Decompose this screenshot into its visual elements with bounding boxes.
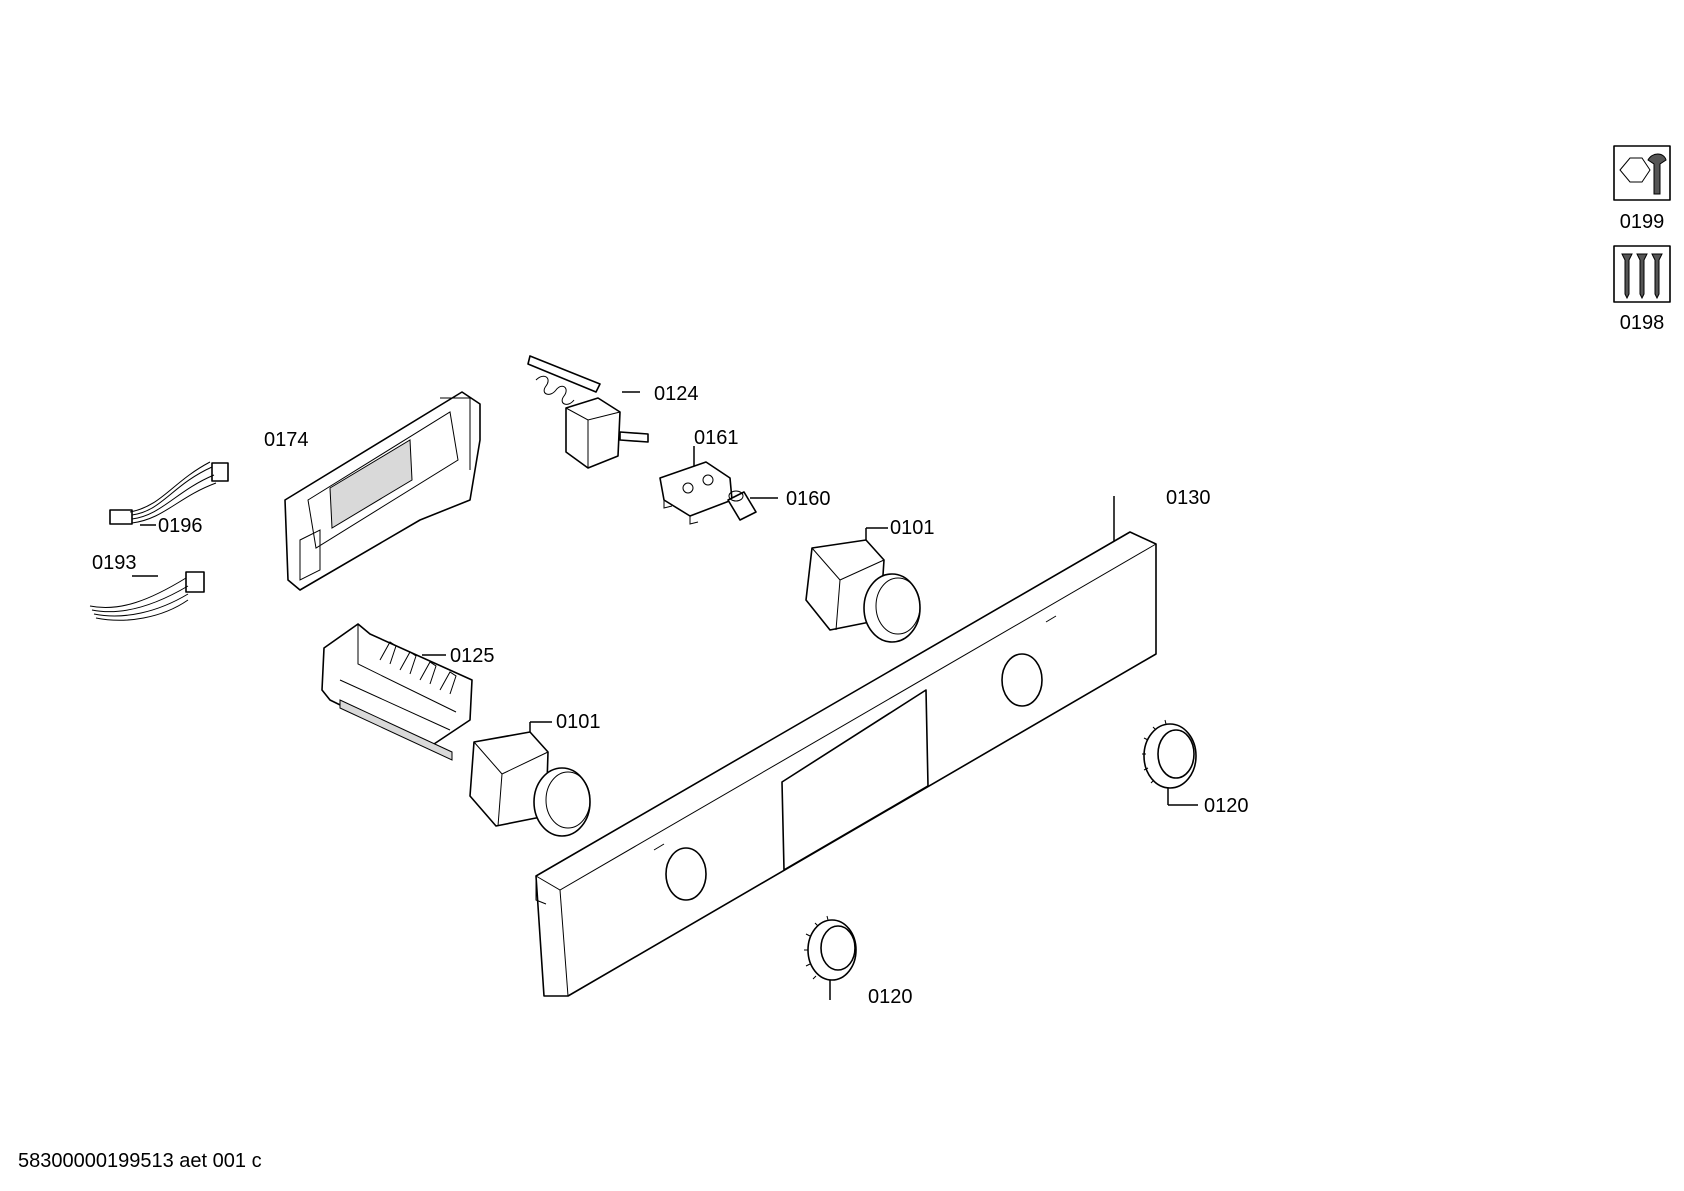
label-0161: 0161	[694, 427, 739, 449]
tool-kit-icon[interactable]	[1613, 145, 1671, 201]
label-0120-bottom: 0120	[868, 986, 913, 1008]
screws-icon[interactable]	[1613, 245, 1671, 303]
control-knob-0101-lower[interactable]	[469, 731, 591, 837]
label-0120-right: 0120	[1204, 795, 1249, 817]
label-0196: 0196	[158, 515, 203, 537]
wire-harness-0193[interactable]	[89, 571, 205, 621]
label-0160: 0160	[786, 488, 831, 510]
label-0193: 0193	[92, 552, 137, 574]
label-0174: 0174	[264, 429, 309, 451]
switch-block-0125[interactable]	[321, 623, 473, 761]
label-0124: 0124	[654, 383, 699, 405]
ring-nut-0120-right[interactable]	[1142, 719, 1197, 789]
legend-0199-label: 0199	[1620, 211, 1665, 233]
legend-0198-label: 0198	[1620, 312, 1665, 334]
control-knob-0101-upper[interactable]	[805, 539, 921, 643]
label-0101-lower: 0101	[556, 711, 601, 733]
control-panel-0130[interactable]	[535, 531, 1157, 997]
selector-switch-0124[interactable]	[527, 355, 649, 469]
bracket-0161[interactable]	[659, 461, 733, 525]
label-0125: 0125	[450, 645, 495, 667]
ring-nut-0120-bottom[interactable]	[804, 915, 857, 981]
label-0101-upper: 0101	[890, 517, 935, 539]
wire-harness-0196[interactable]	[109, 461, 229, 525]
electronic-module-0174[interactable]	[284, 391, 481, 591]
document-code: 58300000199513 aet 001 c	[18, 1150, 262, 1172]
cylinder-0160[interactable]	[727, 490, 757, 521]
label-0130: 0130	[1166, 487, 1211, 509]
